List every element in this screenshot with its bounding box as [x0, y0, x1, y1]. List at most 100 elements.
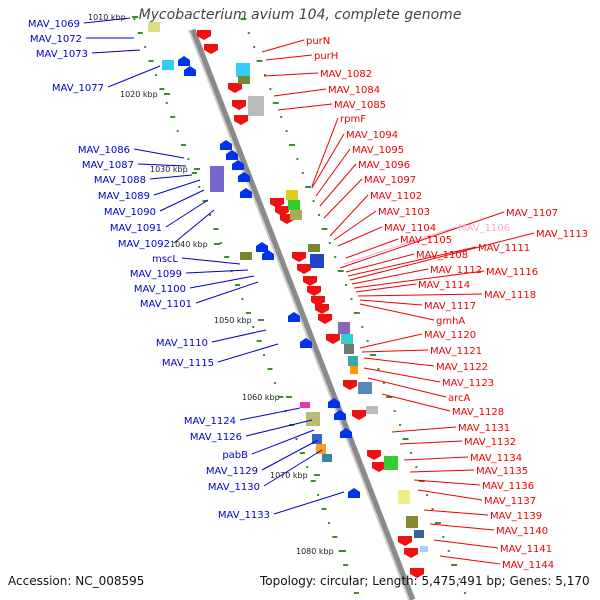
kbp-tick-label: 1040 kbp	[170, 240, 208, 249]
gene-label-reverse: MAV_1091	[110, 223, 162, 234]
forward-gene-arrow	[352, 410, 366, 420]
tick-mark	[463, 592, 466, 594]
gene-block	[148, 22, 160, 32]
leader-line	[173, 209, 215, 244]
tick-mark	[458, 578, 461, 580]
gene-block	[348, 356, 358, 366]
tick-mark	[382, 382, 385, 384]
forward-gene-arrow	[303, 276, 317, 286]
gene-label-reverse: MAV_1101	[140, 299, 192, 310]
gene-label-reverse: MAV_1087	[82, 160, 134, 171]
reverse-gene-arrow	[300, 338, 312, 348]
gene-label-forward: MAV_1102	[370, 191, 422, 202]
gene-label-forward: MAV_1139	[490, 511, 542, 522]
leader-line	[323, 178, 363, 219]
gene-block	[398, 490, 410, 504]
leader-line	[359, 303, 435, 321]
gene-label-forward: MAV_1141	[500, 544, 552, 555]
gene-label-reverse: MAV_1072	[30, 34, 82, 45]
tick-mark	[305, 186, 312, 188]
gene-block	[248, 96, 264, 116]
tick-mark	[349, 578, 352, 580]
gene-label-forward: MAV_1084	[328, 85, 380, 96]
tick-mark	[182, 144, 185, 146]
forward-gene-arrow	[326, 334, 340, 344]
tick-mark	[345, 284, 348, 286]
leader-line	[363, 357, 435, 367]
accession-text: Accession: NC_008595	[8, 574, 145, 588]
gene-label-forward: MAV_1107	[506, 208, 558, 219]
kbp-tick-label: 1080 kbp	[296, 547, 334, 556]
leader-line	[339, 211, 505, 269]
gene-label-forward: arcA	[448, 393, 471, 404]
leader-line	[347, 246, 477, 277]
tick-mark	[160, 88, 163, 90]
reverse-gene-arrow	[262, 250, 274, 260]
gene-label-forward: MAV_1116	[486, 267, 538, 278]
gene-label-reverse: mscL	[152, 254, 178, 265]
tick-mark	[252, 326, 255, 328]
tick-mark	[209, 214, 212, 216]
gene-label-reverse: MAV_1115	[162, 358, 214, 369]
tick-mark	[337, 270, 344, 272]
tick-mark	[263, 74, 266, 76]
tick-mark	[399, 424, 402, 426]
leader-line	[351, 268, 429, 285]
tick-mark	[246, 312, 249, 314]
kbp-tick-label: 1070 kbp	[270, 471, 308, 480]
tick-mark	[301, 172, 304, 174]
tick-mark	[192, 172, 195, 174]
tick-mark	[279, 396, 282, 398]
gene-label-forward: MAV_1105	[400, 235, 452, 246]
leader-line	[149, 174, 193, 180]
tick-mark	[434, 522, 441, 524]
gene-label-forward: MAV_1117	[424, 301, 476, 312]
tick-mark	[322, 508, 325, 510]
gene-block	[306, 412, 320, 426]
gene-label-forward: MAV_1120	[424, 330, 476, 341]
tick-mark	[256, 60, 263, 62]
gene-label-reverse: MAV_1090	[104, 207, 156, 218]
leader-line	[91, 49, 141, 54]
tick-mark	[138, 32, 141, 34]
gene-label-reverse: MAV_1124	[184, 416, 236, 427]
gene-block	[358, 382, 372, 394]
leader-line	[343, 226, 457, 265]
leader-line	[277, 103, 333, 111]
gene-label-forward: MAV_1094	[346, 130, 398, 141]
tick-mark	[300, 452, 303, 454]
kbp-tick-mark	[164, 93, 170, 95]
gene-label-reverse: MAV_1100	[134, 284, 186, 295]
gene-label-reverse: MAV_1089	[98, 191, 150, 202]
gene-label-forward: rpmF	[340, 114, 366, 125]
gene-label-forward: MAV_1118	[484, 290, 536, 301]
genome-backbone-highlight	[188, 29, 410, 600]
reverse-gene-arrow	[184, 66, 196, 76]
kbp-tick-label: 1050 kbp	[214, 316, 252, 325]
tick-mark	[133, 18, 136, 20]
leader-line-layer	[83, 17, 535, 565]
forward-gene-arrow	[343, 380, 357, 390]
gene-label-forward: MAV_1096	[358, 160, 410, 171]
leader-line	[399, 440, 463, 445]
forward-gene-arrow	[204, 44, 218, 54]
topology-text: Topology: circular; Length: 5,475,491 bp…	[260, 574, 590, 588]
gene-label-reverse: MAV_1099	[130, 269, 182, 280]
forward-gene-arrow	[318, 314, 332, 324]
gene-label-forward: gmhA	[436, 316, 465, 327]
leader-line	[439, 555, 501, 565]
forward-gene-arrow	[234, 115, 248, 125]
gene-label-forward: MAV_1132	[464, 437, 516, 448]
gene-block	[290, 210, 302, 220]
gene-label-forward: MAV_1121	[430, 346, 482, 357]
forward-gene-arrow	[232, 100, 246, 110]
tick-mark	[269, 88, 272, 90]
gene-label-forward: MAV_1136	[482, 481, 534, 492]
leader-line	[261, 439, 319, 471]
gene-block	[406, 516, 418, 528]
tick-mark	[187, 158, 190, 160]
kbp-tick-mark	[340, 550, 346, 552]
tick-mark	[296, 158, 299, 160]
gene-label-forward: MAV_1128	[452, 407, 504, 418]
tick-mark	[289, 144, 296, 146]
